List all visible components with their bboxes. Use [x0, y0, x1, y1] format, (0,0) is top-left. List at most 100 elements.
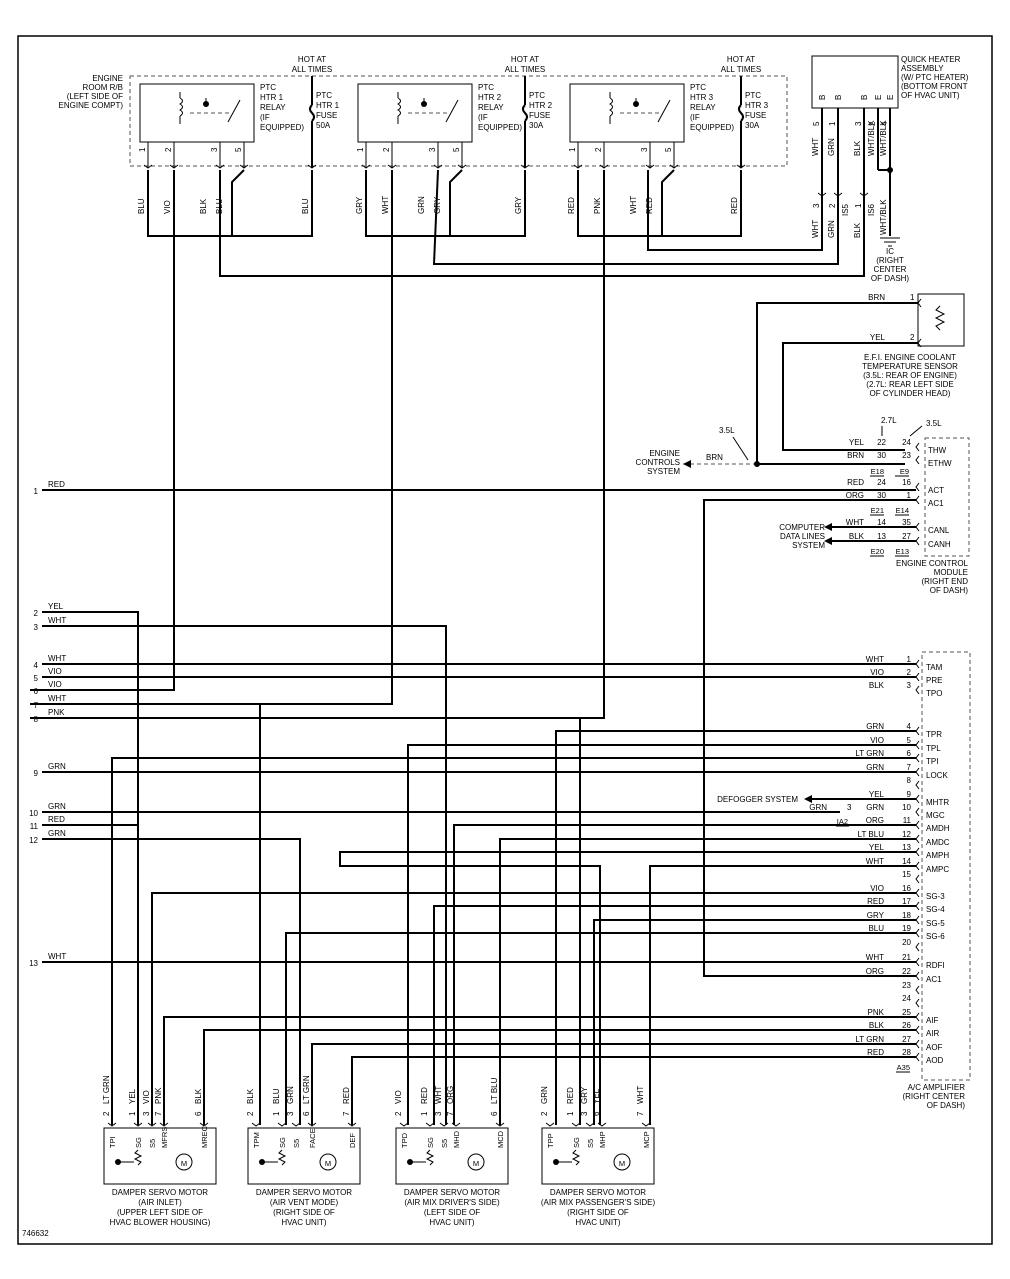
- computer-data-label: COMPUTER: [779, 523, 825, 532]
- pin-number: 26: [902, 1021, 911, 1030]
- connector-mark: [915, 971, 920, 981]
- motor-label: (UPPER LEFT SIDE OF: [117, 1208, 203, 1217]
- hot-at-all-times: HOT AT: [727, 55, 755, 64]
- connector-mark: [451, 1122, 461, 1127]
- wire-red: [661, 169, 675, 236]
- ground-label: (RIGHT: [876, 256, 904, 265]
- pin-number: 2: [394, 1111, 403, 1116]
- relay-label: HTR 3: [690, 93, 714, 102]
- pin-number: 16: [902, 478, 911, 487]
- connector-mark: [433, 164, 443, 169]
- sensor-label: (2.7L: REAR LEFT SIDE: [866, 380, 953, 389]
- pin-number: 2: [910, 333, 915, 342]
- connector-id: E20: [871, 547, 884, 556]
- fuse-label: FUSE: [316, 111, 337, 120]
- connector-mark: [915, 685, 920, 695]
- pin-number: 1: [566, 1111, 575, 1116]
- terminal-label: B: [818, 95, 827, 100]
- connector-mark: [307, 164, 317, 169]
- pin-number: 5: [452, 147, 461, 152]
- connector-mark: [215, 164, 225, 169]
- wire-color: ORG: [866, 816, 884, 825]
- terminal-label: CANH: [928, 540, 951, 549]
- connector-mark: [859, 192, 869, 197]
- pin-number: 35: [902, 518, 911, 527]
- terminal-label: MGC: [926, 811, 945, 820]
- wire-color: GRY: [514, 196, 523, 214]
- splice-dot: [259, 1159, 265, 1165]
- pin-number: 3: [812, 203, 821, 208]
- motor-label: DAMPER SERVO MOTOR: [256, 1188, 352, 1197]
- pin-number: 24: [877, 478, 886, 487]
- pin-number: 22: [902, 967, 911, 976]
- terminal-label: TPP: [546, 1133, 555, 1148]
- wire-color: RED: [342, 1087, 351, 1104]
- wire-color: YEL: [869, 790, 885, 799]
- connector-id: E18: [871, 467, 884, 476]
- relay-coil: [179, 97, 183, 117]
- splice-dot: [203, 101, 209, 107]
- pin-number: 1: [272, 1111, 281, 1116]
- wire-color: PNK: [154, 1087, 163, 1104]
- relay-label: PTC: [690, 83, 706, 92]
- ecm-box: [924, 437, 970, 557]
- wire-color: RED: [730, 197, 739, 214]
- terminal-label: AOF: [926, 1043, 943, 1052]
- wire-color: WHT: [811, 138, 820, 156]
- arrow: [824, 523, 832, 531]
- wire-color: BLK: [194, 1088, 203, 1104]
- pin-number: 24: [902, 438, 911, 447]
- connector-mark: [915, 767, 920, 777]
- wire-blu: [147, 170, 313, 237]
- wire-color: WHT: [636, 1086, 645, 1104]
- terminal-label: SG-4: [926, 905, 945, 914]
- wire-color: GRN: [827, 138, 836, 156]
- connector-mark: [915, 1025, 920, 1035]
- pin-number: 11: [903, 816, 912, 825]
- connector-mark: [291, 1122, 301, 1127]
- pin-number: 5: [907, 736, 912, 745]
- fuse-label: PTC: [745, 91, 761, 100]
- pin-number: 5: [234, 147, 243, 152]
- wire-color: GRN: [417, 196, 426, 214]
- terminal-label: TPR: [926, 730, 942, 739]
- connector-mark: [387, 164, 397, 169]
- sensor-label: E.F.I. ENGINE COOLANT: [864, 353, 956, 362]
- connector-mark: [915, 1012, 920, 1022]
- engine-room-rb-box: [129, 75, 788, 167]
- engine-variant: 3.5L: [719, 426, 735, 435]
- connector-mark: [133, 1122, 143, 1127]
- connector-id: A35: [897, 1063, 910, 1072]
- wire-color: BLU: [272, 1088, 281, 1104]
- wire-color: WHT: [866, 857, 884, 866]
- line-number: 1: [34, 487, 39, 496]
- amplifier-label: A/C AMPLIFIER: [908, 1083, 966, 1092]
- pin-number: 30: [877, 491, 886, 500]
- terminal-label: SG-6: [926, 932, 945, 941]
- wire-color: WHT: [866, 953, 884, 962]
- wire-color: VIO: [163, 200, 172, 214]
- ac-amplifier-box: [921, 651, 971, 1081]
- fuse-label: 50A: [316, 121, 331, 130]
- wire-color: RED: [48, 480, 65, 489]
- wire-color: VIO: [142, 1090, 151, 1104]
- relay-label: (IF: [478, 113, 488, 122]
- engine-variant: 2.7L: [881, 416, 897, 425]
- wire-color: PNK: [48, 708, 65, 717]
- ground-label: CENTER: [874, 265, 907, 274]
- terminal-label: MHTR: [926, 798, 949, 807]
- motor-symbol: [613, 1153, 631, 1171]
- sensor-label: TEMPERATURE SENSOR: [862, 362, 958, 371]
- wire-color: VIO: [870, 736, 884, 745]
- figure-id: 746632: [22, 1229, 49, 1238]
- wire-wht: [649, 865, 916, 1125]
- terminal-label: TPO: [926, 689, 942, 698]
- pin-number: 15: [902, 870, 911, 879]
- motor-label: HVAC UNIT): [429, 1218, 475, 1227]
- terminal-label: S5: [586, 1139, 595, 1148]
- motor-label: HVAC BLOWER HOUSING): [110, 1218, 211, 1227]
- pin-number: 16: [902, 884, 911, 893]
- connector-mark: [641, 1122, 651, 1127]
- terminal-label: E: [874, 95, 883, 100]
- motor-label: DAMPER SERVO MOTOR: [404, 1188, 500, 1197]
